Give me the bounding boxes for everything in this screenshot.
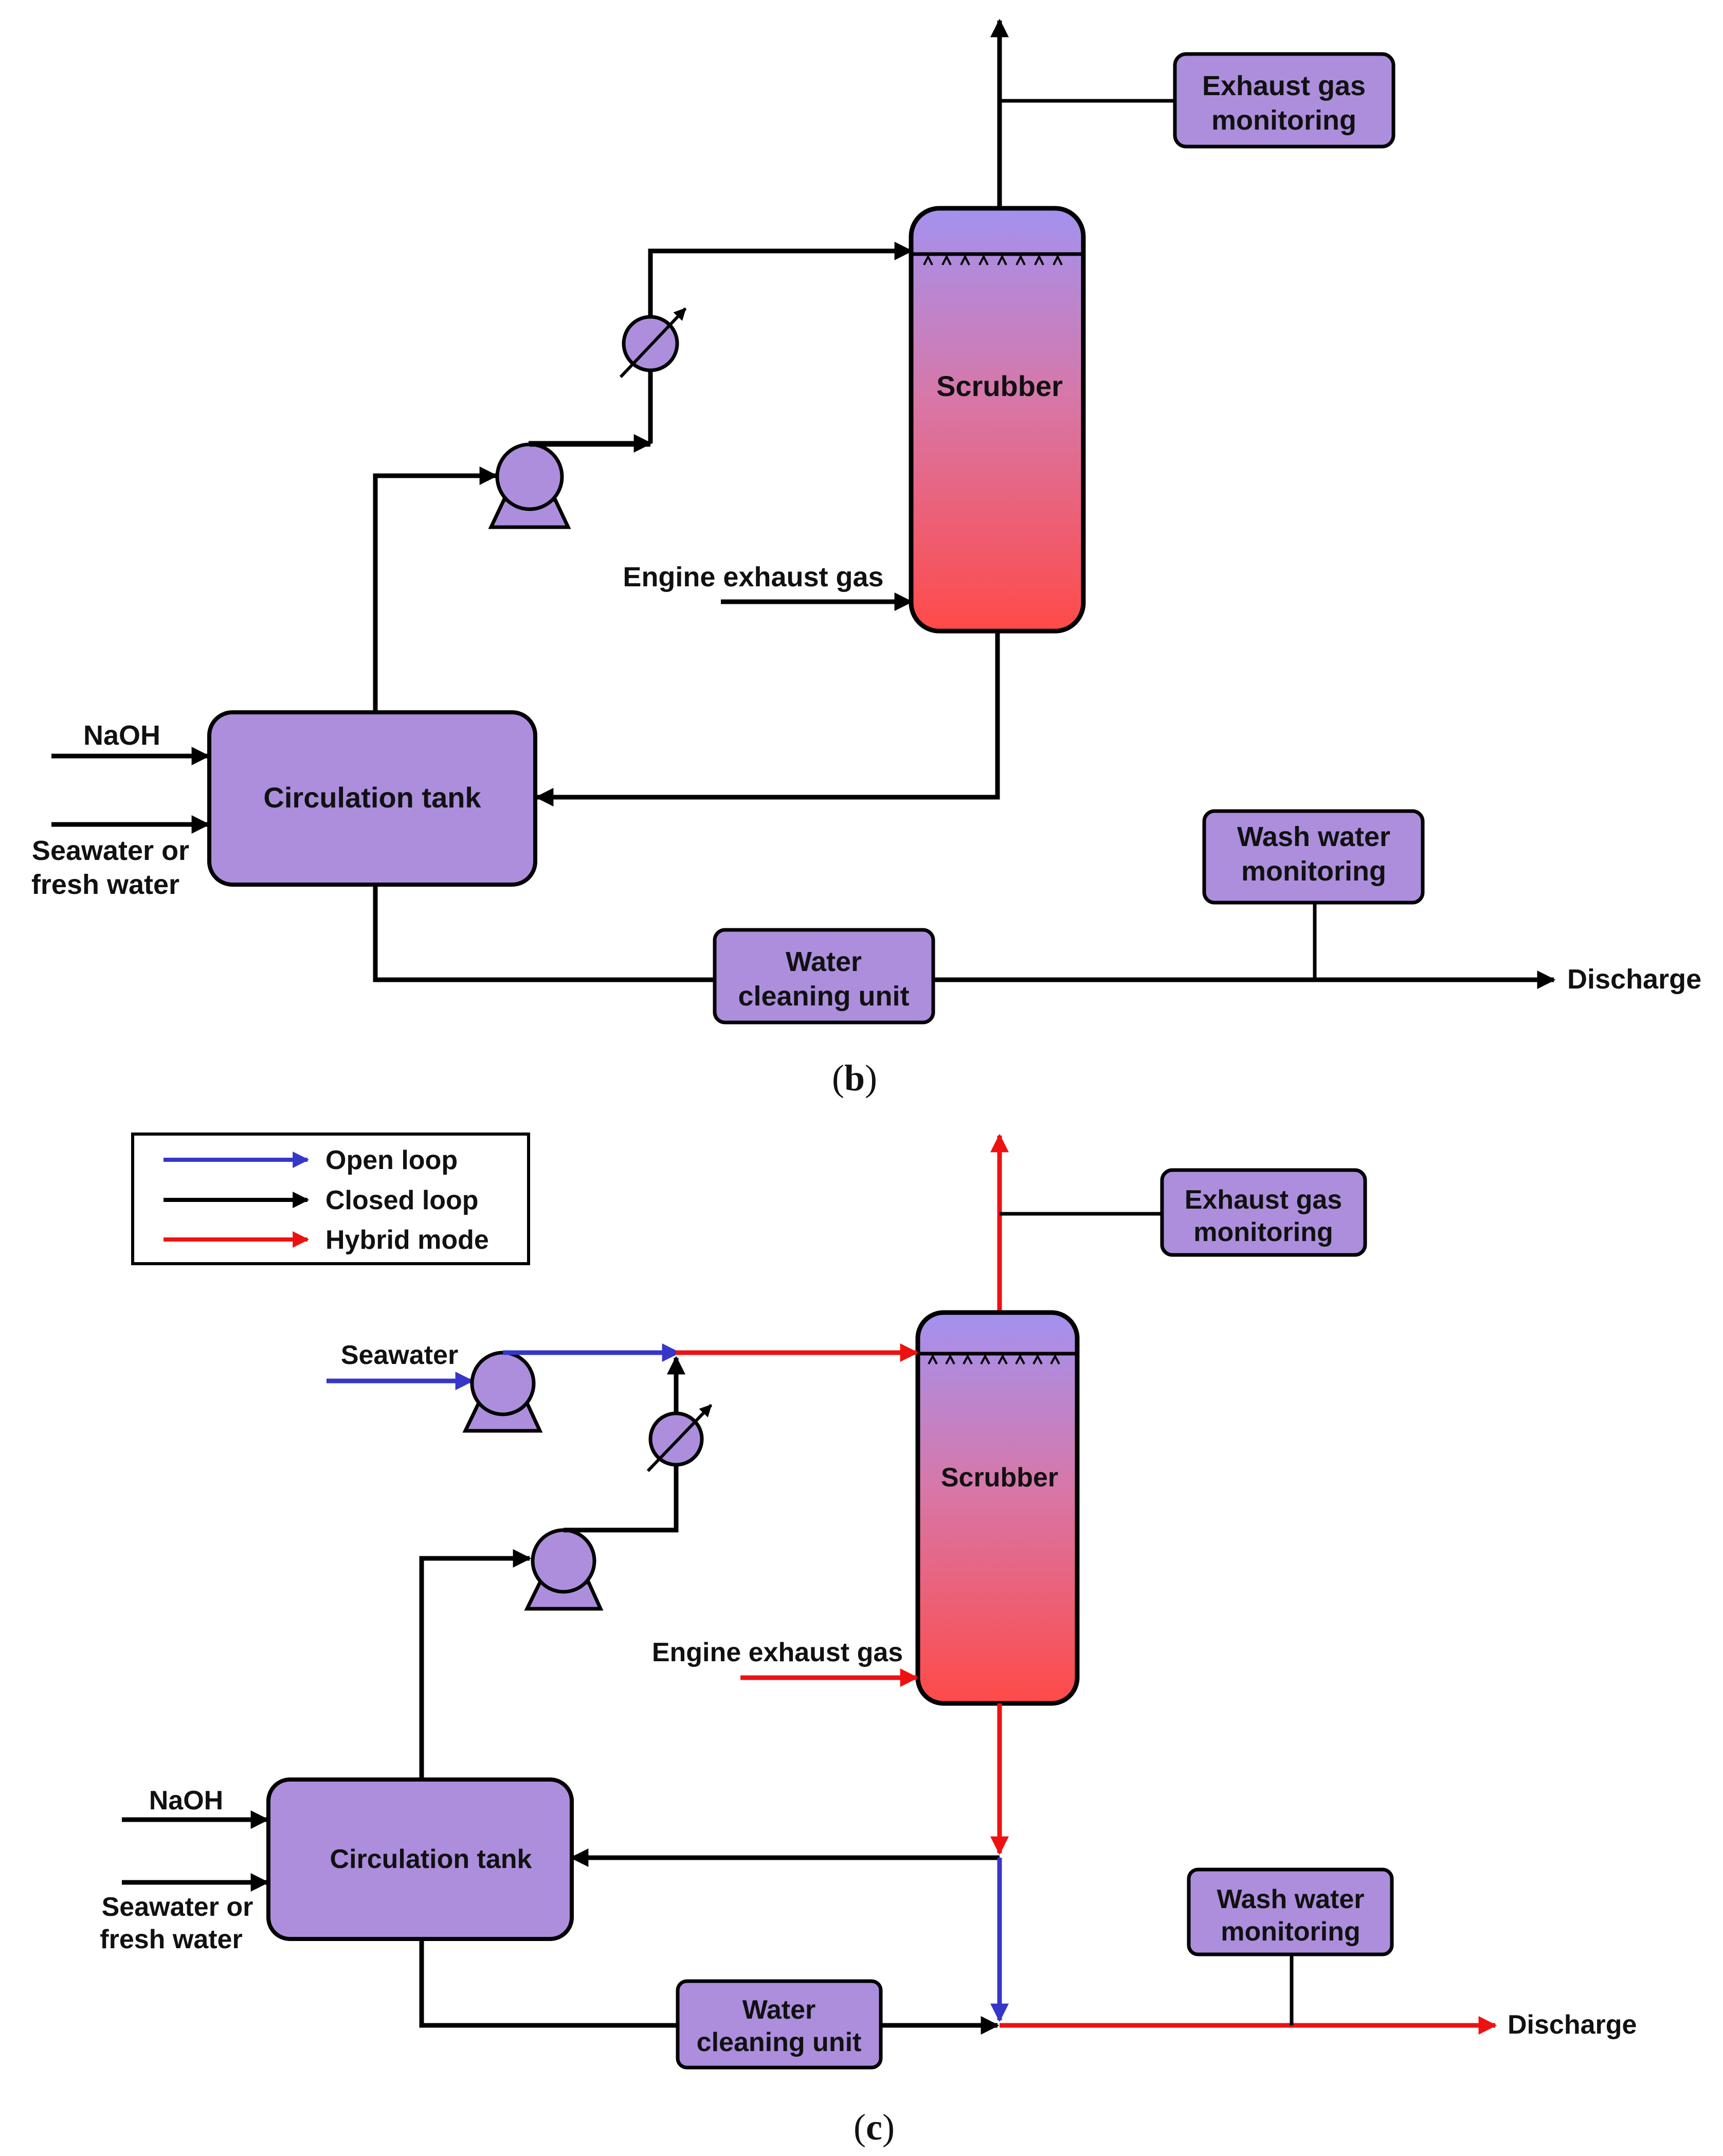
seawater-label: Seawater — [341, 1340, 458, 1370]
water-inlet-label-2: fresh water — [31, 869, 179, 900]
wash-water-monitoring-label-c-1: Wash water — [1217, 1884, 1364, 1914]
wash-water-monitoring-label-2: monitoring — [1241, 856, 1386, 887]
engine-exhaust-gas-label-c: Engine exhaust gas — [652, 1638, 903, 1667]
legend: Open loop Closed loop Hybrid mode — [131, 1133, 530, 1265]
circulation-pump-icon-c — [524, 1528, 604, 1611]
exhaust-gas-monitoring-label-c-2: monitoring — [1193, 1217, 1333, 1247]
exhaust-gas-monitoring-box — [1173, 52, 1395, 149]
scrubber-label-c: Scrubber — [941, 1463, 1058, 1493]
feed-line-to-pump — [373, 466, 498, 712]
wash-water-monitoring-box-c — [1187, 1867, 1394, 1956]
exhaust-gas-monitoring-label-c-1: Exhaust gas — [1185, 1185, 1342, 1215]
engine-exhaust-gas-label: Engine exhaust gas — [623, 562, 883, 592]
scrubber-column-c — [915, 1310, 1080, 1706]
exhaust-gas-monitoring-label-2: monitoring — [1211, 105, 1356, 136]
scrubber-label: Scrubber — [936, 370, 1063, 402]
water-cleaning-unit-box — [713, 928, 935, 1025]
heat-exchanger-icon-c — [646, 1404, 713, 1472]
heat-exchanger-icon — [619, 307, 687, 379]
wash-water-monitoring-label-c-2: monitoring — [1221, 1917, 1361, 1947]
water-inlet-label-c-1: Seawater or — [102, 1892, 253, 1922]
water-cleaning-unit-label-c-2: cleaning unit — [697, 2027, 862, 2057]
water-inlet-label-c-2: fresh water — [100, 1925, 242, 1954]
circulation-tank — [207, 710, 537, 887]
legend-hybrid-mode-label: Hybrid mode — [325, 1225, 489, 1255]
tank-to-discharge-line — [373, 885, 1556, 989]
spray-nozzles-c — [928, 1354, 1060, 1364]
legend-closed-loop-label: Closed loop — [325, 1185, 479, 1215]
exhaust-gas-monitoring-label-1: Exhaust gas — [1202, 70, 1366, 101]
legend-open-loop-label: Open loop — [325, 1145, 458, 1175]
panel-c: Open loop Closed loop Hybrid mode Exhaus… — [100, 1133, 1637, 2148]
wash-water-monitoring-label-1: Wash water — [1237, 821, 1390, 852]
scrubber-column — [909, 206, 1086, 634]
panel-b: Exhaust gas monitoring Scrubber Engine e… — [31, 19, 1701, 1099]
seawater-pump-icon — [462, 1351, 543, 1433]
discharge-label: Discharge — [1567, 964, 1701, 995]
water-cleaning-unit-label-2: cleaning unit — [738, 981, 909, 1012]
naoh-label: NaOH — [83, 720, 160, 751]
water-inlet-label-1: Seawater or — [32, 835, 189, 866]
caption-b: (b) — [832, 1057, 877, 1099]
water-cleaning-unit-label-1: Water — [786, 946, 862, 977]
feed-line-to-pump-c — [419, 1549, 532, 1780]
wash-water-monitoring-box — [1202, 809, 1425, 905]
exhaust-gas-monitoring-box-c — [1160, 1168, 1367, 1257]
pump-to-exchanger-line-c — [564, 1463, 679, 1533]
circulation-tank-label: Circulation tank — [263, 781, 481, 814]
exchanger-to-scrubber-line — [648, 251, 911, 443]
caption-c: (c) — [854, 2107, 895, 2148]
circulation-tank-label-c: Circulation tank — [330, 1844, 532, 1874]
water-cleaning-unit-label-c-1: Water — [742, 1995, 816, 2025]
tank-to-cleaning-line-c — [419, 1939, 679, 2028]
return-line-to-tank — [535, 631, 1000, 806]
water-cleaning-unit-box-c — [676, 1979, 883, 2070]
circulation-pump-icon — [488, 442, 650, 529]
discharge-label-c: Discharge — [1508, 2010, 1637, 2040]
naoh-label-c: NaOH — [149, 1786, 223, 1816]
